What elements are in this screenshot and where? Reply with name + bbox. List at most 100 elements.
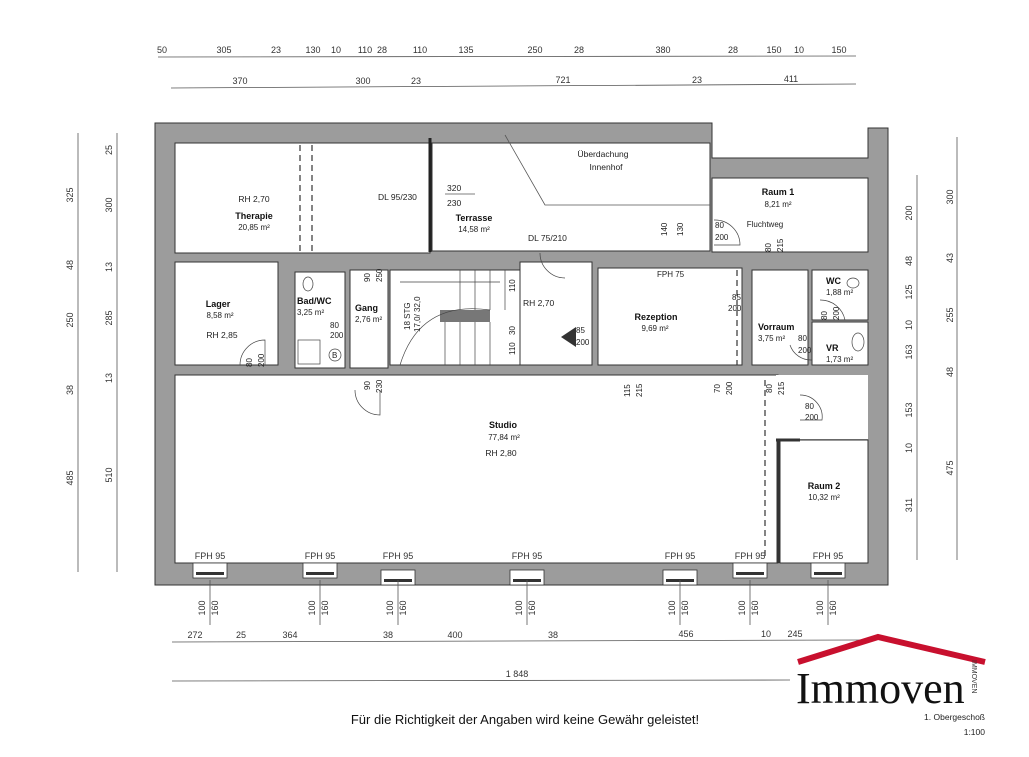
room-area: 2,76 m² <box>355 315 382 324</box>
door-dim: 80 <box>245 358 254 367</box>
dimension-label: 245 <box>787 629 802 639</box>
door-dim: 215 <box>777 381 786 395</box>
dimension-label: 364 <box>282 630 297 640</box>
opening-height: 230 <box>447 198 461 208</box>
window-sill <box>196 572 224 575</box>
dimension-label: 48 <box>945 367 955 377</box>
stair-dim: 30 <box>508 326 517 335</box>
room-name: Terrasse <box>456 213 493 223</box>
window-label: FPH 95 <box>305 551 336 561</box>
dimension-label: 25 <box>236 630 246 640</box>
door-lager[interactable] <box>239 339 266 366</box>
room-area: 10,32 m² <box>808 493 840 502</box>
dimension-label: 485 <box>65 470 75 485</box>
dimension-label: 110 <box>358 45 372 55</box>
room-area: 8,21 m² <box>764 200 791 209</box>
room-raum2 <box>779 439 869 564</box>
room-name: VR <box>826 343 839 353</box>
room-height: RH 2,85 <box>206 330 237 340</box>
window-sill <box>814 572 842 575</box>
dimension-label: 411 <box>784 74 798 84</box>
dimension-label: 285 <box>104 310 114 325</box>
door-terrasse[interactable] <box>539 252 566 279</box>
door-vr[interactable] <box>789 344 813 361</box>
room-area: 3,75 m² <box>758 334 785 343</box>
scale-label: 1:100 <box>964 727 986 737</box>
dimension-label: 300 <box>355 76 370 86</box>
dimension-label: 13 <box>104 373 114 383</box>
dimension-label: 200 <box>904 205 914 220</box>
boiler-label: B <box>332 351 337 360</box>
room-name: Rezeption <box>634 312 677 322</box>
window-sill <box>306 572 334 575</box>
room-area: 77,84 m² <box>488 433 520 442</box>
window-dim: 100 <box>667 600 677 615</box>
dimension-label: 325 <box>65 187 75 202</box>
boiler-icon <box>328 348 342 362</box>
room-name: Raum 2 <box>808 481 841 491</box>
door-dim: 250 <box>375 268 384 282</box>
window-label: FPH 95 <box>735 551 766 561</box>
door-wc[interactable] <box>819 299 846 321</box>
room-area: 14,58 m² <box>458 225 490 234</box>
room-name: WC <box>826 276 841 286</box>
room-vorraum <box>751 269 809 366</box>
window <box>302 562 338 579</box>
room-raum1 <box>711 177 869 253</box>
dimension-label: 43 <box>945 253 955 263</box>
dimension-label: 10 <box>904 443 914 453</box>
door-dim: 80 <box>715 221 724 230</box>
dimension-label: 28 <box>574 45 584 55</box>
window-label: FPH 95 <box>813 551 844 561</box>
window-dim: 100 <box>197 600 207 615</box>
door-dim: 200 <box>715 233 729 242</box>
dimension-label: 163 <box>904 344 914 359</box>
door-raum1[interactable] <box>713 219 741 246</box>
dimension-label: 311 <box>904 498 914 512</box>
dimension-label: 10 <box>761 629 771 639</box>
total-width-label: 1 848 <box>506 669 529 679</box>
door-dim: 90 <box>363 273 372 282</box>
escape-route-label: Fluchtweg <box>747 220 783 229</box>
room-name: Gang <box>355 303 378 313</box>
dimension-label: 370 <box>232 76 247 86</box>
room-area: 8,58 m² <box>206 311 233 320</box>
dimension-label: 38 <box>548 630 558 640</box>
logo-text: Immoven <box>796 664 965 713</box>
window-dim: 160 <box>398 600 408 615</box>
door-gang[interactable] <box>354 389 381 416</box>
room-name: Raum 1 <box>762 187 795 197</box>
room-vr <box>811 321 869 366</box>
entry-arrow-icon <box>561 327 576 347</box>
door-dim: 200 <box>805 413 819 422</box>
door-dim: 80 <box>765 384 774 393</box>
stair-count: 18 STG <box>403 302 412 330</box>
window <box>810 562 846 579</box>
dimension-label: 48 <box>65 260 75 270</box>
roof-outline <box>504 134 710 206</box>
dimension-label: 10 <box>794 45 804 55</box>
window <box>192 562 228 579</box>
window-label: FPH 95 <box>665 551 696 561</box>
dimension-label: 48 <box>904 256 914 266</box>
dimension-label: 305 <box>216 45 231 55</box>
dimension-label: 255 <box>945 307 955 322</box>
window-dim: 100 <box>815 600 825 615</box>
door-dim: 80 <box>798 334 807 343</box>
dimension-label: 272 <box>187 630 202 640</box>
door-dim: 85 <box>732 293 741 302</box>
dimension-label: 10 <box>331 45 341 55</box>
dimension-label: 380 <box>655 45 670 55</box>
sink-icon <box>851 332 865 352</box>
opening-width: 320 <box>447 183 461 193</box>
room-height: RH 2,80 <box>485 448 516 458</box>
room-therapie <box>174 142 431 254</box>
shower-icon <box>297 339 321 365</box>
room-wc <box>811 269 869 321</box>
door-raum2[interactable] <box>799 394 823 421</box>
door-dim: 70 <box>713 384 722 393</box>
door-dim: 80 <box>330 321 339 330</box>
room-studio <box>174 374 779 564</box>
